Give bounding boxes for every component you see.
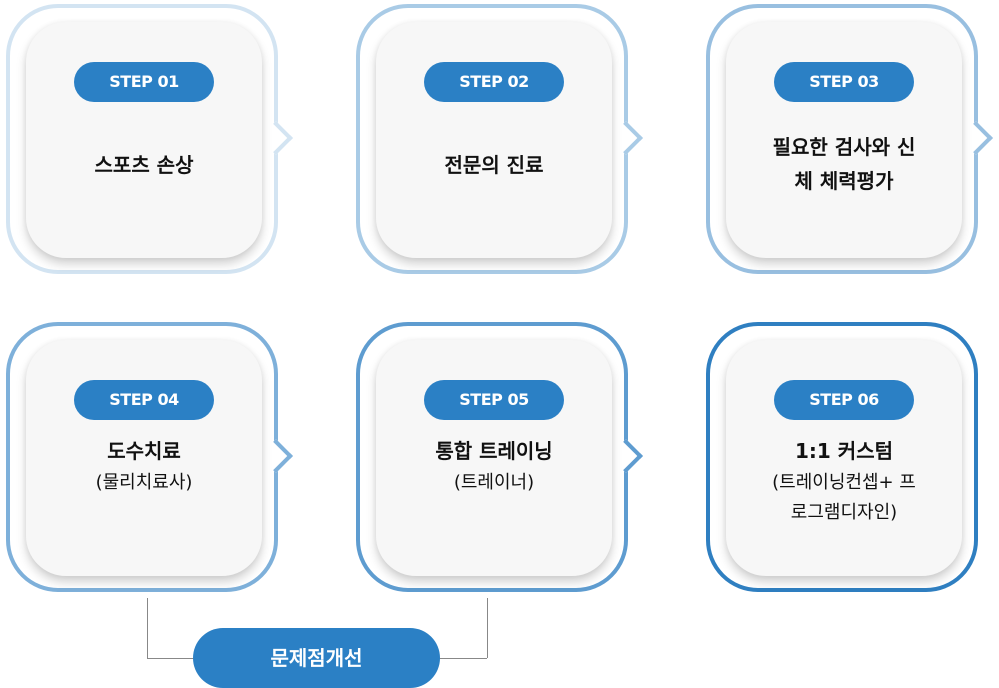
step-title: 통합 트레이닝 bbox=[435, 439, 553, 463]
step-badge: STEP 01 bbox=[74, 62, 214, 102]
step-badge: STEP 03 bbox=[774, 62, 914, 102]
step-badge: STEP 02 bbox=[424, 62, 564, 102]
step-2-box: STEP 02 전문의 진료 bbox=[356, 4, 643, 274]
connector-line bbox=[487, 598, 488, 658]
connector-line bbox=[147, 598, 148, 658]
step-badge: STEP 04 bbox=[74, 380, 214, 420]
step-subtitle: (트레이닝컨셉+ 프로그램디자인) bbox=[772, 472, 916, 523]
step-5-box: STEP 05 통합 트레이닝 (트레이너) bbox=[356, 322, 643, 592]
step-subtitle: (물리치료사) bbox=[95, 472, 193, 493]
feedback-pill: 문제점개선 bbox=[193, 628, 440, 688]
step-title: 필요한 검사와 신체 체력평가 bbox=[772, 135, 916, 193]
arrow-right-icon bbox=[609, 439, 643, 473]
step-6-box: STEP 06 1:1 커스텀 (트레이닝컨셉+ 프로그램디자인) bbox=[706, 322, 978, 592]
arrow-right-icon bbox=[259, 439, 293, 473]
step-title: 1:1 커스텀 bbox=[795, 439, 893, 463]
step-title: 도수치료 bbox=[107, 439, 181, 463]
step-badge: STEP 06 bbox=[774, 380, 914, 420]
step-title: 스포츠 손상 bbox=[94, 153, 194, 177]
step-3-box: STEP 03 필요한 검사와 신체 체력평가 bbox=[706, 4, 993, 274]
arrow-right-icon bbox=[259, 121, 293, 155]
step-1-box: STEP 01 스포츠 손상 bbox=[6, 4, 293, 274]
step-4-box: STEP 04 도수치료 (물리치료사) bbox=[6, 322, 293, 592]
arrow-right-icon bbox=[959, 121, 993, 155]
step-badge: STEP 05 bbox=[424, 380, 564, 420]
step-title: 전문의 진료 bbox=[444, 153, 544, 177]
step-subtitle: (트레이너) bbox=[453, 472, 535, 493]
arrow-right-icon bbox=[609, 121, 643, 155]
